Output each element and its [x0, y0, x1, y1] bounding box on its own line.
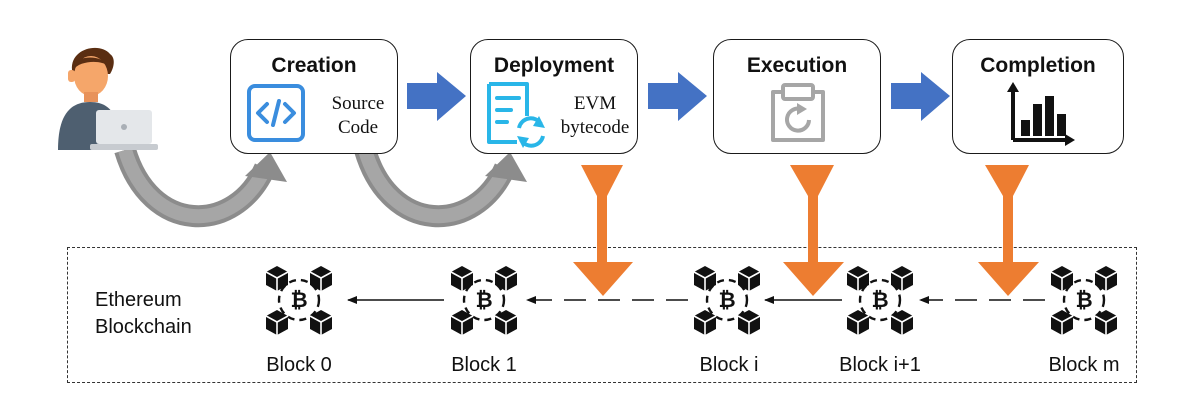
- block-label-1: Block 1: [451, 354, 517, 376]
- stage-deployment: Deployment EVM bytecode: [470, 39, 638, 154]
- flow-arrow-deployment-execution: [648, 72, 707, 121]
- stage-completion: Completion: [952, 39, 1124, 154]
- stage-creation-subtitle-line2: Code: [337, 117, 379, 138]
- clipboard-refresh-icon: [771, 83, 825, 142]
- stage-execution-title: Execution: [746, 54, 848, 77]
- blockchain-label-line2: Blockchain: [95, 316, 192, 338]
- stage-creation-title: Creation: [271, 54, 357, 77]
- developer-laptop-icon: [58, 47, 158, 150]
- stage-execution: Execution: [713, 39, 881, 154]
- code-icon: [247, 84, 305, 142]
- curved-arrow-creation-to-deployment: [354, 146, 527, 227]
- curved-arrow-actor-to-creation: [114, 146, 287, 227]
- block-label-i: Block i: [699, 354, 759, 376]
- stage-creation: Creation Source Code: [230, 39, 398, 154]
- stage-completion-title: Completion: [980, 54, 1096, 77]
- bar-chart-icon: [1007, 82, 1075, 146]
- document-sync-icon: [487, 82, 545, 148]
- stage-creation-subtitle: Source Code: [323, 92, 393, 140]
- flow-arrow-execution-completion: [891, 72, 950, 121]
- block-label-m: Block m: [1048, 354, 1120, 376]
- block-label-i1: Block i+1: [839, 354, 921, 376]
- blockchain-label: Ethereum Blockchain: [95, 287, 192, 341]
- stage-deployment-subtitle: EVM bytecode: [553, 92, 637, 140]
- stage-creation-subtitle-line1: Source: [331, 93, 385, 114]
- stage-deployment-title: Deployment: [493, 54, 615, 77]
- flow-arrow-creation-deployment: [407, 72, 466, 121]
- block-label-0: Block 0: [266, 354, 332, 376]
- record-arrow-deployment: [573, 165, 633, 296]
- blockchain-label-line1: Ethereum: [95, 289, 182, 311]
- record-arrow-completion: [978, 165, 1039, 296]
- stage-deployment-subtitle-line1: EVM: [573, 93, 617, 114]
- record-arrow-execution: [783, 165, 844, 296]
- stage-deployment-subtitle-line2: bytecode: [560, 117, 630, 138]
